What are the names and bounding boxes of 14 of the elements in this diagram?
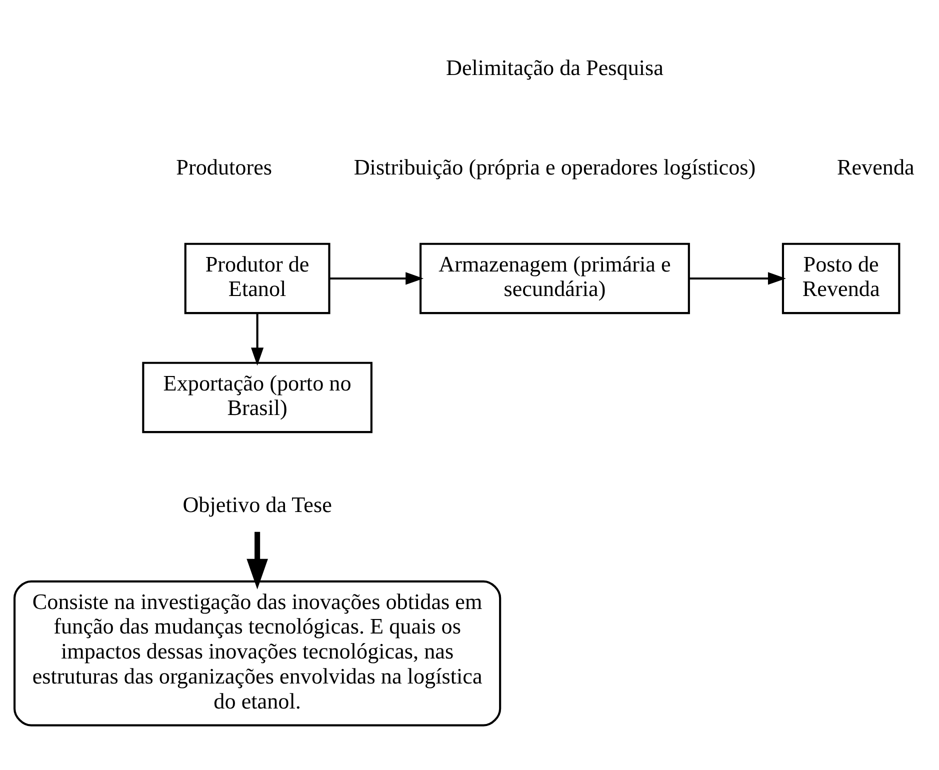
node-box: Exportação (porto no Brasil) — [142, 362, 372, 434]
node-text: Objetivo da Tese — [182, 492, 332, 517]
node-box: Armazenagem (primária e secundária) — [419, 242, 690, 314]
arrow — [328, 272, 424, 285]
arrow — [688, 272, 786, 285]
arrow — [250, 313, 264, 366]
arrow — [246, 532, 268, 590]
node-box: Produtor de Etanol — [184, 242, 330, 314]
label: Revenda — [836, 154, 914, 180]
label: Delimitação da Pesquisa — [445, 54, 663, 80]
node-box: Posto de Revenda — [781, 242, 900, 314]
label: Distribuição (própria e operadores logísticos) — [353, 154, 756, 180]
label: Produtores — [176, 154, 272, 180]
node-box: Consiste na investigação das inovações obtidas em função das mudanças tecnológicas. E quais os impactos dessas inovações tecnológicas, nas estruturas das organizações envolvidas na logística do etanol. — [13, 580, 501, 726]
